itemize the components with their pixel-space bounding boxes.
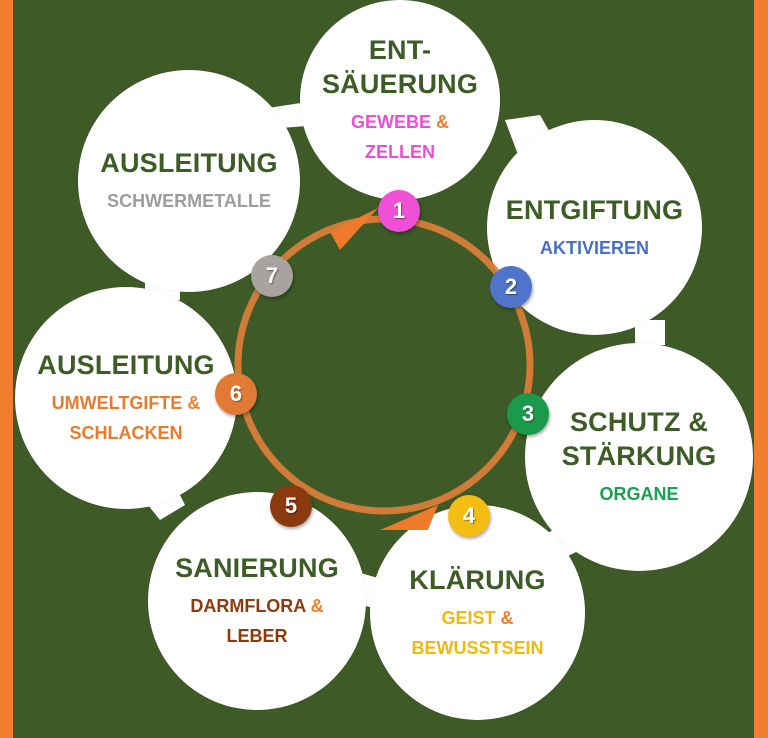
- step-4-bubble: KLÄRUNG GEIST & BEWUSSTSEIN: [370, 505, 585, 720]
- step-4-subtitle: GEIST & BEWUSSTSEIN: [411, 603, 543, 663]
- step-6-bubble: AUSLEITUNG UMWELTGIFTE & SCHLACKEN: [15, 287, 237, 509]
- step-5-node: 5: [270, 485, 312, 527]
- step-5-title: SANIERUNG: [175, 553, 339, 583]
- step-6-sub-line2: SCHLACKEN: [69, 423, 183, 443]
- step-5-sub-line1: DARMFLORA: [190, 596, 306, 616]
- step-2-subtitle: AKTIVIEREN: [539, 237, 649, 258]
- step-1-title-line2: SÄUERUNG: [321, 69, 479, 99]
- step-1-node: 1: [378, 190, 420, 232]
- step-1-sub-line1: GEWEBE: [350, 112, 431, 132]
- step-4-node: 4: [448, 495, 490, 537]
- cycle-arrow-bottom: [380, 505, 438, 530]
- step-3-number: 3: [521, 401, 535, 426]
- step-1-title-line1: ENT-: [368, 35, 432, 65]
- step-2-node: 2: [490, 266, 532, 308]
- step-6-sub-line1: UMWELTGIFTE: [51, 393, 183, 413]
- step-4-sub-line1: GEIST: [441, 607, 496, 628]
- step-4-sub-line2: BEWUSSTSEIN: [411, 637, 544, 658]
- step-4-number: 4: [462, 503, 476, 528]
- step-3-title-line1: SCHUTZ &: [569, 407, 709, 437]
- step-1-sub-line2: ZELLEN: [365, 142, 435, 162]
- step-3-subtitle: ORGANE: [599, 484, 679, 504]
- cycle-arrow-top: [330, 208, 378, 250]
- step-5-sub-line2: LEBER: [226, 626, 288, 646]
- step-5-sub-amp: &: [310, 596, 324, 616]
- step-5-number: 5: [284, 493, 298, 518]
- step-7-title: AUSLEITUNG: [100, 148, 278, 178]
- step-6-sub-amp: &: [187, 393, 201, 413]
- step-2-number: 2: [504, 274, 518, 299]
- step-5-subtitle: DARMFLORA & LEBER: [190, 591, 323, 651]
- step-7-subtitle: SCHWERMETALLE: [107, 191, 271, 211]
- step-6-number: 6: [229, 381, 243, 406]
- step-5-bubble: SANIERUNG DARMFLORA & LEBER: [148, 492, 366, 710]
- step-2-title: ENTGIFTUNG: [505, 194, 684, 225]
- step-4-title: KLÄRUNG: [409, 564, 546, 595]
- connector-2-3: [635, 320, 665, 345]
- step-1-subtitle: GEWEBE & ZELLEN: [351, 107, 449, 167]
- step-3-node: 3: [507, 393, 549, 435]
- step-4-sub-amp: &: [500, 607, 514, 628]
- step-6-title: AUSLEITUNG: [37, 350, 215, 380]
- step-7-number: 7: [265, 263, 279, 288]
- step-7-bubble: AUSLEITUNG SCHWERMETALLE: [78, 70, 300, 292]
- step-7-node: 7: [251, 255, 293, 297]
- step-3-title-line2: STÄRKUNG: [561, 441, 717, 471]
- step-6-node: 6: [215, 373, 257, 415]
- step-3-bubble: SCHUTZ & STÄRKUNG ORGANE: [525, 343, 753, 571]
- step-6-subtitle: UMWELTGIFTE & SCHLACKEN: [52, 388, 201, 448]
- step-1-bubble: ENT- SÄUERUNG GEWEBE & ZELLEN: [300, 0, 500, 200]
- step-1-number: 1: [392, 198, 406, 223]
- step-1-sub-amp: &: [436, 112, 450, 132]
